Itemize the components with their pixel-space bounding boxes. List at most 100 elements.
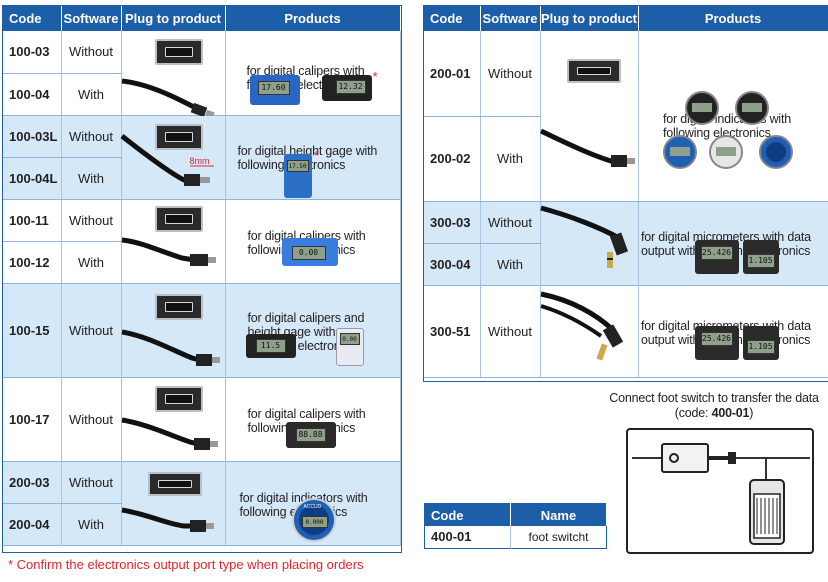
usb-port-photo <box>566 59 621 83</box>
usb-port-photo <box>154 385 203 412</box>
product-cell: for digital calipers and height gage wit… <box>225 283 401 378</box>
lcd-readout: 12.32 <box>335 80 366 94</box>
lcd-readout: 1.105 <box>746 339 775 354</box>
table-row: 100-04 With <box>3 73 400 116</box>
cable-icon <box>119 133 214 186</box>
plug-image-cell <box>121 283 226 378</box>
audio-jack-cable-icon <box>539 291 623 361</box>
product-cell: for digital calipers with following elec… <box>225 377 401 462</box>
dimension-label: 8mm <box>189 155 210 166</box>
caliper-display-black: 11.5 <box>245 333 296 358</box>
indicator-dial-icon <box>684 91 719 125</box>
product-cell: for digital calipers with following elec… <box>225 199 401 284</box>
plug-image-cell <box>121 199 226 284</box>
header-code: Code <box>3 6 62 31</box>
cable-icon <box>121 329 220 366</box>
lcd-readout: 0.00 <box>291 245 326 260</box>
table-row: 300-51 Without for digital micrometers w… <box>424 285 828 378</box>
code-suffix: ) <box>749 406 754 420</box>
row-code: 100-04L <box>3 157 62 200</box>
product-cell: for digital indicators with following el… <box>638 31 828 202</box>
micrometer-display: 25.426 <box>694 325 739 360</box>
row-name: foot switcht <box>528 529 589 544</box>
lcd-readout: 88.88 <box>295 427 326 442</box>
small-table-header: Code Name <box>424 503 607 526</box>
row-software: With <box>61 157 122 200</box>
plug-image-cell <box>539 285 639 378</box>
row-code: 100-17 <box>3 377 62 462</box>
product-cell: for digital micrometers with data output… <box>638 201 828 286</box>
row-software: Without <box>480 201 541 244</box>
row-code: 100-03L <box>3 115 62 158</box>
star-mark: * <box>313 147 319 163</box>
lcd-readout: 0.00 <box>339 332 360 345</box>
lcd-readout: 25.426 <box>700 331 733 346</box>
table-row: 200-04 With <box>3 503 400 546</box>
table-row: 200-03 Without for digital indicators wi… <box>3 461 401 546</box>
row-software: With <box>480 116 541 202</box>
left-product-table: Code Software Plug to product Products 1… <box>3 6 401 546</box>
row-code: 200-02 <box>424 116 481 202</box>
left-table-header: Code Software Plug to product Products <box>3 6 401 31</box>
lcd-readout: 11.5 <box>255 338 286 353</box>
lcd-readout: 0.000 <box>301 515 328 528</box>
row-code: 200-04 <box>3 503 62 546</box>
row-software: Without <box>61 283 122 378</box>
plug-image-cell <box>539 201 639 286</box>
row-software: Without <box>61 199 122 242</box>
row-software: Without <box>61 377 122 462</box>
row-software: Without <box>61 115 122 158</box>
table-row: 200-02 With <box>424 116 828 202</box>
usb-port-photo <box>154 39 203 65</box>
cable-icon <box>121 78 215 119</box>
footnote: * Confirm the electronics output port ty… <box>8 557 364 572</box>
plug-image-cell <box>121 31 226 119</box>
usb-port-photo <box>147 471 202 496</box>
micrometer-display: 1.105 <box>742 325 779 360</box>
right-table-frame <box>423 5 828 382</box>
table-row: 300-03 Without for digital micrometers w… <box>424 201 828 286</box>
row-code: 100-11 <box>3 199 62 242</box>
caliper-display-black: 12.32 <box>321 75 372 101</box>
brand-label: ACCUD <box>303 503 322 510</box>
product-description: for digital height gage with following e… <box>237 144 378 172</box>
usb-port-photo <box>154 123 203 150</box>
header-software: Software <box>480 6 541 31</box>
table-row: 100-17 Without for digital calipers with… <box>3 377 401 462</box>
row-code: 100-04 <box>3 73 62 116</box>
row-code: 300-04 <box>424 243 481 286</box>
caliper-display-black: 88.88 <box>285 421 336 448</box>
caption-code-line: (code: 400-01) <box>600 406 828 421</box>
caption-text: Connect foot switch to transfer the data <box>609 391 819 405</box>
lcd-readout: 17.60 <box>257 81 290 95</box>
product-cell: for digital micrometers with data output… <box>638 285 828 378</box>
row-software: Without <box>61 461 122 504</box>
header-plug: Plug to product <box>121 6 226 31</box>
plug-image-cell <box>121 377 226 462</box>
foot-switch-table: Code Name 400-01 foot switcht <box>424 503 607 549</box>
right-table-header: Code Software Plug to product Products <box>424 6 828 31</box>
cable-icon <box>121 237 216 266</box>
lcd-readout: 1.105 <box>746 253 775 268</box>
plug-image-cell <box>539 31 639 202</box>
table-row: 100-03 Without for digital calipers with… <box>3 31 401 119</box>
row-software: Without <box>480 31 541 117</box>
table-row: 100-03L Without 8mm for digital height g… <box>3 115 401 200</box>
row-code: 100-15 <box>3 283 62 378</box>
usb-port-photo <box>154 293 203 320</box>
foot-switch-caption: Connect foot switch to transfer the data… <box>600 391 828 421</box>
indicator-dial-icon <box>734 91 769 125</box>
row-software: With <box>61 241 122 284</box>
row-code: 100-03 <box>3 31 62 74</box>
row-software: Without <box>480 285 541 378</box>
header-plug: Plug to product <box>540 6 639 31</box>
row-code: 300-03 <box>424 201 481 244</box>
table-row: 100-04L With <box>3 157 400 200</box>
foot-switch-icon <box>632 443 810 545</box>
audio-jack-cable-icon <box>539 205 628 268</box>
row-software: With <box>480 243 541 286</box>
product-cell: for digital height gage with following e… <box>225 115 401 200</box>
indicator-dial-icon <box>708 135 743 169</box>
code-prefix: (code: <box>674 406 712 420</box>
height-gage-display: 17.50 <box>283 153 312 198</box>
